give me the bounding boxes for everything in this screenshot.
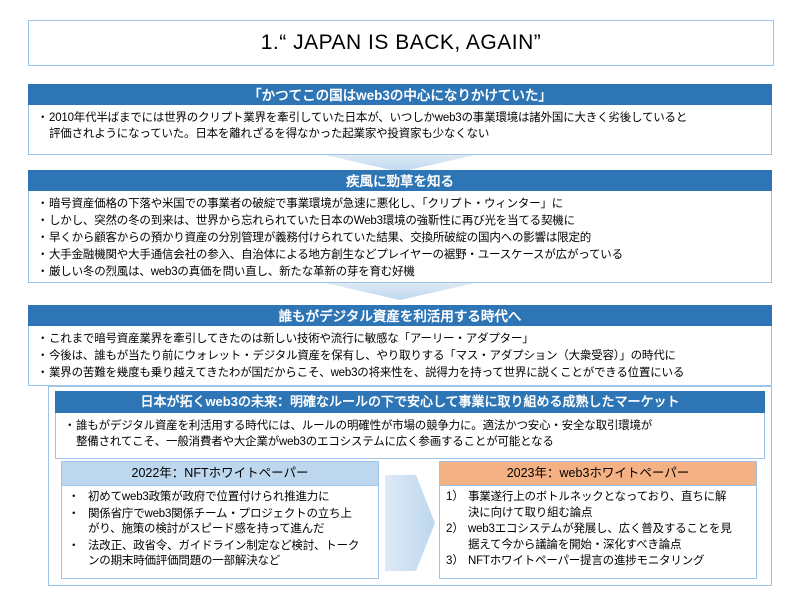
bullet-text: 誰もがデジタル資産を利活用する時代には、ルールの明確性が市場の競争力に。適法かつ…: [76, 418, 756, 450]
bullet-marker: ・: [37, 215, 49, 227]
section-2-body: ・ 暗号資産価格の下落や米国での事業者の破綻で事業環境が急速に悪化し、「クリプト…: [28, 191, 772, 283]
section-1-header: 「かつてこの国はweb3の中心になりかけていた」: [28, 84, 772, 105]
list-item-text-line: 決に向けて取り組む論点: [468, 506, 593, 519]
list-item-text: web3エコシステムが発展し、広く普及することを見 据えて今から議論を開始・深化…: [468, 522, 750, 553]
bullet-item: ・ 今後は、誰もが当たり前にウォレット・デジタル資産を保有し、やり取りする「マス…: [37, 348, 763, 364]
bullet-text-line: 2010年代半ばまでには世界のクリプト業界を牽引していた日本が、いつしかweb3…: [49, 112, 688, 124]
bullet-marker: ・: [37, 350, 49, 362]
list-item: ・ 関係省庁でweb3関係チーム・プロジェクトの立ち上 がり、施策の検討がスピー…: [68, 507, 372, 538]
list-item-text: NFTホワイトペーパー提言の進捗モニタリング: [468, 555, 705, 567]
section-3-body: ・ これまで暗号資産業界を牽引してきたのは新しい技術や流行に敏感な「アーリー・ア…: [28, 326, 772, 386]
list-marker: 2）: [446, 523, 464, 535]
list-item-text: 事業遂行上のボトルネックとなっており、直ちに解 決に向けて取り組む論点: [468, 490, 750, 521]
bullet-item: ・ しかし、突然の冬の到来は、世界から忘れられていた日本のWeb3環境の強靳性に…: [37, 213, 763, 229]
web3-whitepaper-2023-header: 2023年：web3ホワイトペーパー: [440, 462, 756, 486]
list-item: 3） NFTホワイトペーパー提言の進捗モニタリング: [446, 554, 750, 570]
list-item-text-line: web3エコシステムが発展し、広く普及することを見: [468, 523, 732, 535]
bullet-item: ・ 早くから顧客からの預かり資産の分別管理が義務付けられていた結果、交換所破綻の…: [37, 230, 763, 246]
section-1: 「かつてこの国はweb3の中心になりかけていた」 ・ 2010年代半ばまでには世…: [28, 84, 772, 155]
web3-whitepaper-2023-body: 1） 事業遂行上のボトルネックとなっており、直ちに解 決に向けて取り組む論点 2…: [440, 486, 756, 575]
bullet-item: ・ これまで暗号資産業界を牽引してきたのは新しい技術や流行に敏感な「アーリー・ア…: [37, 331, 763, 347]
bullet-item: ・ 業界の苦難を幾度も乗り越えてきたわが国だからこそ、web3の将来性を、説得力…: [37, 365, 763, 381]
list-item-text: 法改正、政省令、ガイドライン制定など検討、トーク ンの期末時価評価問題の一部解決…: [88, 539, 372, 570]
bullet-text: これまで暗号資産業界を牽引してきたのは新しい技術や流行に敏感な「アーリー・アダプ…: [49, 333, 534, 345]
bullet-text-line: 評価されようになっていた。日本を離れざるを得なかった起業家や投資家も少なくない: [49, 128, 490, 140]
bullet-marker: ・: [37, 249, 49, 261]
bullet-text: 厳しい冬の烈風は、web3の真価を問い直し、新たな革新の芽を育む好機: [49, 266, 415, 278]
list-item-text-line: ンの期末時価評価問題の一部解決など: [88, 555, 281, 567]
bullet-text: しかし、突然の冬の到来は、世界から忘れられていた日本のWeb3環境の強靳性に再び…: [49, 215, 575, 227]
list-item-text-line: がり、施策の検討がスピード感を持って進んだ: [88, 523, 325, 535]
section-3-header: 誰もがデジタル資産を利活用する時代へ: [28, 305, 772, 326]
list-item-text-line: 事業遂行上のボトルネックとなっており、直ちに解: [468, 491, 727, 503]
list-marker: 1）: [446, 491, 464, 503]
list-marker: 3）: [446, 555, 464, 567]
bullet-text-line: 誰もがデジタル資産を利活用する時代には、ルールの明確性が市場の競争力に。適法かつ…: [76, 420, 653, 432]
chevron-down-icon-2: [325, 283, 475, 300]
list-item: ・ 法改正、政省令、ガイドライン制定など検討、トーク ンの期末時価評価問題の一部…: [68, 539, 372, 570]
list-item-text: 初めてweb3政策が政府で位置付けられ推進力に: [88, 491, 330, 503]
nft-whitepaper-2022-body: ・ 初めてweb3政策が政府で位置付けられ推進力に ・ 関係省庁でweb3関係チ…: [62, 486, 378, 575]
section-2-header: 疾風に勁草を知る: [28, 170, 772, 191]
bullet-marker: ・: [37, 367, 49, 379]
bullet-text: 業界の苦難を幾度も乗り越えてきたわが国だからこそ、web3の将来性を、説得力を持…: [49, 367, 685, 379]
bullet-text-line: 整備されてこそ、一般消費者や大企業がweb3のエコシステムに広く参画することが可…: [76, 436, 554, 448]
list-item-text: 関係省庁でweb3関係チーム・プロジェクトの立ち上 がり、施策の検討がスピード感…: [88, 507, 372, 538]
bullet-marker: ・: [64, 420, 76, 432]
bullet-item: ・ 誰もがデジタル資産を利活用する時代には、ルールの明確性が市場の競争力に。適法…: [64, 418, 756, 450]
bullet-item: ・ 暗号資産価格の下落や米国での事業者の破綻で事業環境が急速に悪化し、「クリプト…: [37, 196, 763, 212]
list-item-text-line: 据えて今から議論を開始・深化すべき論点: [468, 538, 682, 551]
bullet-marker: ・: [37, 333, 49, 345]
list-item-text-line: 法改正、政省令、ガイドライン制定など検討、トーク: [88, 539, 360, 552]
bullet-item: ・ 大手金融機関や大手通信会社の参入、自治体による地方創生などプレイヤーの裾野・…: [37, 247, 763, 263]
bullet-item: ・ 2010年代半ばまでには世界のクリプト業界を牽引していた日本が、いつしかwe…: [37, 110, 763, 142]
list-item: 2） web3エコシステムが発展し、広く普及することを見 据えて今から議論を開始…: [446, 522, 750, 553]
bullet-item: ・ 厳しい冬の烈風は、web3の真価を問い直し、新たな革新の芽を育む好機: [37, 264, 763, 280]
bullet-marker: ・: [37, 232, 49, 244]
list-item-text-line: 関係省庁でweb3関係チーム・プロジェクトの立ち上: [88, 507, 352, 520]
nft-whitepaper-2022-box: 2022年：NFTホワイトペーパー ・ 初めてweb3政策が政府で位置付けられ推…: [61, 461, 379, 579]
bullet-marker: ・: [37, 112, 49, 124]
bullet-text: 今後は、誰もが当たり前にウォレット・デジタル資産を保有し、やり取りする「マス・ア…: [49, 350, 676, 362]
section-3: 誰もがデジタル資産を利活用する時代へ ・ これまで暗号資産業界を牽引してきたのは…: [28, 305, 772, 386]
section-4-header: 日本が拓くweb3の未来：明確なルールの下で安心して事業に取り組める成熟したマー…: [55, 391, 765, 413]
list-item: 1） 事業遂行上のボトルネックとなっており、直ちに解 決に向けて取り組む論点: [446, 490, 750, 521]
bullet-marker: ・: [37, 198, 49, 210]
bullet-text: 2010年代半ばまでには世界のクリプト業界を牽引していた日本が、いつしかweb3…: [49, 110, 763, 142]
slide-title-box: 1.“ JAPAN IS BACK, AGAIN”: [28, 20, 774, 66]
page-title: 1.“ JAPAN IS BACK, AGAIN”: [260, 31, 542, 54]
bullet-text: 早くから顧客からの預かり資産の分別管理が義務付けられていた結果、交換所破綻の国内…: [49, 232, 592, 244]
bullet-marker: ・: [68, 539, 80, 552]
section-2: 疾風に勁草を知る ・ 暗号資産価格の下落や米国での事業者の破綻で事業環境が急速に…: [28, 170, 772, 283]
list-item: ・ 初めてweb3政策が政府で位置付けられ推進力に: [68, 490, 372, 506]
section-4-body: ・ 誰もがデジタル資産を利活用する時代には、ルールの明確性が市場の競争力に。適法…: [55, 413, 765, 459]
arrow-right-icon: [385, 475, 435, 571]
bullet-marker: ・: [68, 491, 80, 503]
bullet-text: 大手金融機関や大手通信会社の参入、自治体による地方創生などプレイヤーの裾野・ユー…: [49, 249, 623, 261]
section-4: 日本が拓くweb3の未来：明確なルールの下で安心して事業に取り組める成熟したマー…: [48, 386, 772, 586]
nft-whitepaper-2022-header: 2022年：NFTホワイトペーパー: [62, 462, 378, 486]
bullet-marker: ・: [68, 507, 80, 520]
bullet-marker: ・: [37, 266, 49, 278]
web3-whitepaper-2023-box: 2023年：web3ホワイトペーパー 1） 事業遂行上のボトルネックとなっており…: [439, 461, 757, 579]
section-1-body: ・ 2010年代半ばまでには世界のクリプト業界を牽引していた日本が、いつしかwe…: [28, 105, 772, 155]
bullet-text: 暗号資産価格の下落や米国での事業者の破綻で事業環境が急速に悪化し、「クリプト・ウ…: [49, 198, 564, 210]
whitepaper-box-row: 2022年：NFTホワイトペーパー ・ 初めてweb3政策が政府で位置付けられ推…: [55, 461, 767, 583]
